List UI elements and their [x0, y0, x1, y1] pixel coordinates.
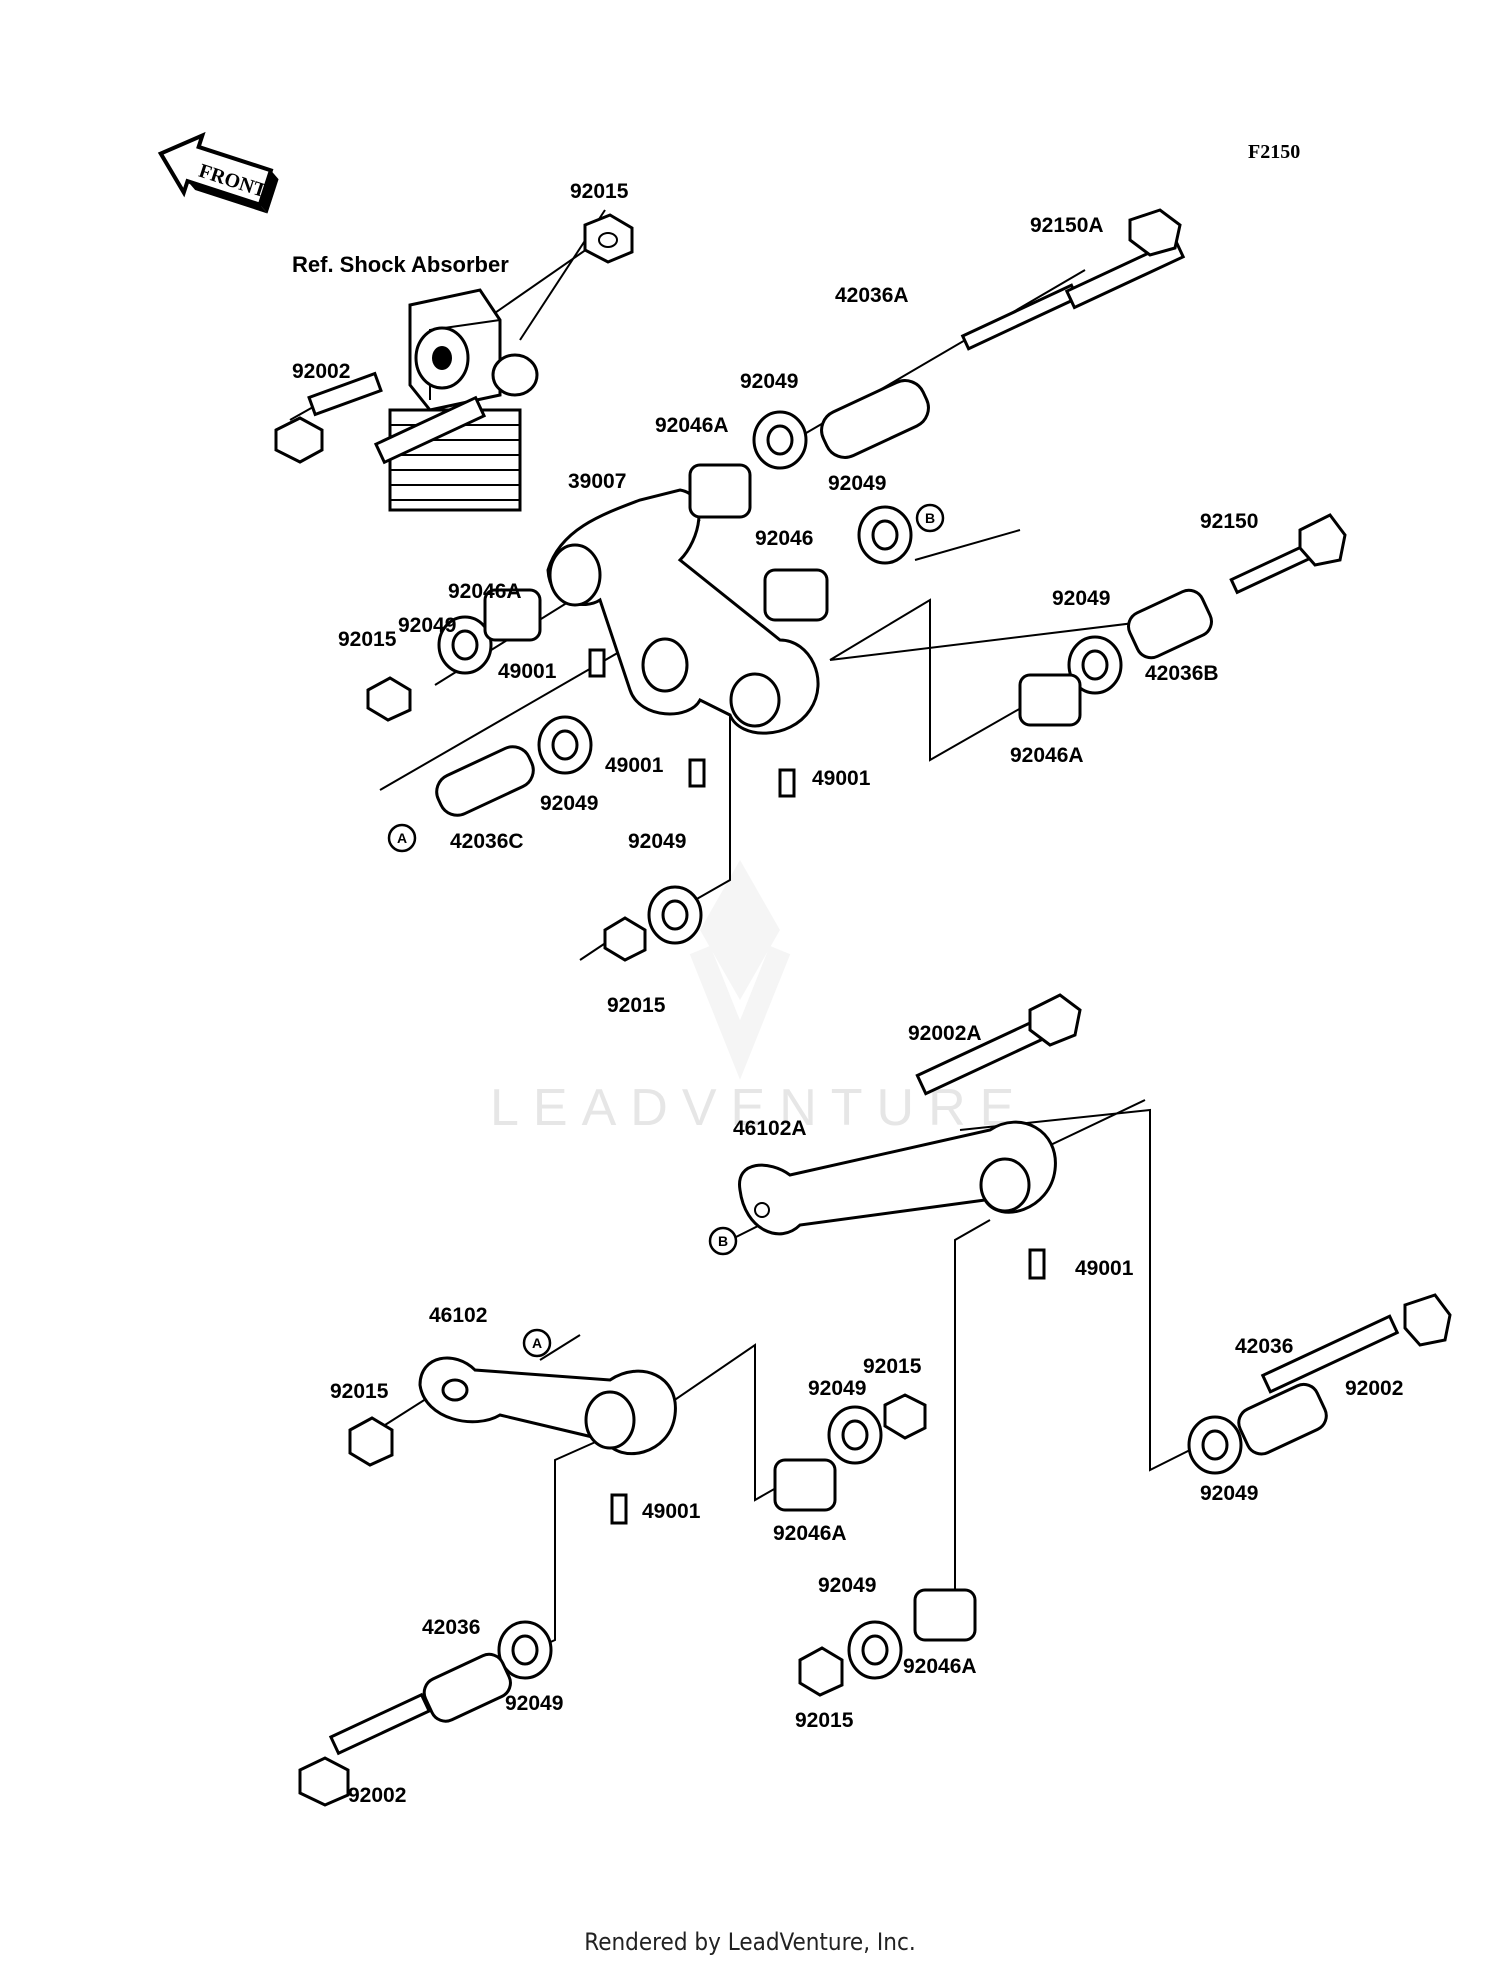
part-label: 42036 [1235, 1335, 1293, 1358]
part-labels: 92015 92002 39007 92046A 92049 92015 490… [292, 180, 1403, 1807]
part-label: 92002 [292, 360, 350, 383]
part-label: 92049 [828, 472, 886, 495]
svg-text:A: A [397, 830, 407, 846]
part-label: 92049 [740, 370, 798, 393]
part-label: 92046A [448, 580, 522, 603]
part-label: 92046A [1010, 744, 1084, 767]
part-label: 92015 [338, 628, 397, 651]
part-label: 42036 [422, 1616, 480, 1639]
part-label: 92015 [607, 994, 666, 1017]
part-label: 46102A [733, 1117, 807, 1140]
part-label: 92049 [628, 830, 686, 853]
part-label: 42036A [835, 284, 909, 307]
part-label: 92015 [863, 1355, 922, 1378]
part-label: 92049 [1052, 587, 1110, 610]
part-label: 49001 [498, 660, 557, 683]
svg-text:B: B [925, 510, 935, 526]
part-label: 92002 [1345, 1377, 1403, 1400]
tie-rod-46102a [738, 993, 1082, 1280]
callout-b-upper: B [915, 503, 945, 533]
part-label: 92150A [1030, 214, 1104, 237]
part-label: 92150 [1200, 510, 1258, 533]
part-label: 92015 [795, 1709, 854, 1732]
part-label: 92049 [1200, 1482, 1258, 1505]
bolt-92002-top [274, 371, 383, 464]
tie-rod-46102 [298, 1293, 1452, 1807]
ref-shock-absorber-note: Ref. Shock Absorber [292, 252, 509, 277]
part-label: 92015 [570, 180, 629, 203]
footer-credit: Rendered by LeadVenture, Inc. [584, 1928, 916, 1956]
part-label: 39007 [568, 470, 626, 493]
part-label: 92015 [330, 1380, 389, 1403]
shock-absorber [373, 288, 539, 512]
part-label: 92046A [655, 414, 729, 437]
part-label: 92002 [348, 1784, 406, 1807]
callout-a-lower: A [522, 1328, 552, 1358]
part-label: 46102 [429, 1304, 487, 1327]
part-label: 42036C [450, 830, 524, 853]
part-label: 92049 [808, 1377, 866, 1400]
part-label: 92049 [505, 1692, 563, 1715]
nut-92015-top [583, 213, 634, 264]
front-arrow-icon: FRONT [157, 131, 279, 214]
part-label: 49001 [605, 754, 664, 777]
part-label: 92046 [755, 527, 813, 550]
svg-text:B: B [718, 1233, 728, 1249]
part-label: 92046A [773, 1522, 847, 1545]
part-label: 92046A [903, 1655, 977, 1678]
watermark-logo [689, 860, 791, 1080]
part-label: 49001 [642, 1500, 701, 1523]
bearings-and-seals-top [366, 208, 1347, 962]
rocker-arm-39007 [546, 488, 820, 735]
part-label: 92049 [540, 792, 598, 815]
svg-text:A: A [532, 1335, 542, 1351]
callout-b-lower: B [708, 1226, 738, 1256]
part-label: 92049 [398, 614, 456, 637]
callout-a-upper: A [387, 823, 417, 853]
part-label: 42036B [1145, 662, 1219, 685]
part-label: 49001 [1075, 1257, 1134, 1280]
part-label: 49001 [812, 767, 871, 790]
part-label: 92049 [818, 1574, 876, 1597]
part-label: 92002A [908, 1022, 982, 1045]
diagram-code: F2150 [1248, 141, 1300, 163]
